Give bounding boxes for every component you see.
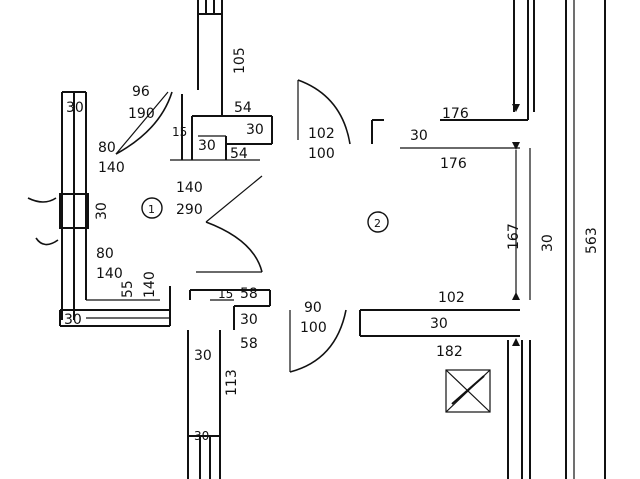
dim-30-left-top: 30 bbox=[66, 100, 84, 116]
dim-190: 190 bbox=[128, 106, 155, 122]
dim-290: 290 bbox=[176, 202, 203, 218]
room-marker-2: 2 bbox=[367, 211, 389, 233]
dim-30-corridor: 30 bbox=[410, 128, 428, 144]
dim-167: 167 bbox=[506, 223, 522, 250]
room-number-2: 2 bbox=[374, 217, 381, 230]
dim-55: 55 bbox=[120, 280, 136, 298]
bathroom-block bbox=[170, 94, 273, 161]
dim-58-top: 58 bbox=[240, 286, 258, 302]
dim-30-bottom-left: 30 bbox=[194, 348, 212, 364]
dim-30-lower: 30 bbox=[240, 312, 258, 328]
dim-54-top: 54 bbox=[234, 100, 252, 116]
dim-30-bottom-stub: 30 bbox=[194, 429, 209, 443]
dim-563: 563 bbox=[584, 227, 600, 254]
dim-140-lower: 140 bbox=[96, 266, 123, 282]
room-number-1: 1 bbox=[148, 203, 155, 216]
dim-58-bottom: 58 bbox=[240, 336, 258, 352]
dim-15-top: 15 bbox=[172, 125, 187, 139]
corridor-wall-top bbox=[371, 119, 520, 149]
left-window-arcs bbox=[27, 197, 59, 246]
dim-54-bottom: 54 bbox=[230, 146, 248, 162]
door-swing-90 bbox=[289, 309, 347, 373]
bottom-wall-stubs bbox=[187, 330, 221, 479]
dim-102-corridor: 102 bbox=[438, 290, 465, 306]
dim-30-top: 30 bbox=[246, 122, 264, 138]
dim-96: 96 bbox=[132, 84, 150, 100]
dimension-line-167 bbox=[512, 142, 531, 300]
dimension-arrow bbox=[512, 104, 520, 112]
dim-182: 182 bbox=[436, 344, 463, 360]
left-walls bbox=[59, 91, 170, 327]
dim-140-vertical: 140 bbox=[142, 271, 158, 298]
dim-113: 113 bbox=[224, 369, 240, 396]
dim-90: 90 bbox=[304, 300, 322, 316]
door-swing-96 bbox=[115, 91, 173, 155]
door-swing-102 bbox=[297, 79, 351, 145]
dim-100-top: 100 bbox=[308, 146, 335, 162]
right-inner-wall-lower bbox=[359, 309, 531, 479]
top-wall-stubs bbox=[197, 0, 223, 116]
dim-80-bottom: 80 bbox=[96, 246, 114, 262]
dim-30-right: 30 bbox=[540, 234, 556, 252]
dim-30-left-bottom: 30 bbox=[64, 312, 82, 328]
dimension-arrow bbox=[512, 338, 520, 346]
dim-30-vertical: 30 bbox=[94, 202, 110, 220]
dim-140-left: 140 bbox=[98, 160, 125, 176]
right-outer-walls bbox=[565, 0, 606, 479]
dim-176-top: 176 bbox=[442, 106, 469, 122]
dim-80-top: 80 bbox=[98, 140, 116, 156]
dim-30-wc: 30 bbox=[198, 138, 216, 154]
dim-15-bottom: 15 bbox=[218, 287, 233, 301]
dim-100-bottom: 100 bbox=[300, 320, 327, 336]
dim-140-door: 140 bbox=[176, 180, 203, 196]
dim-102: 102 bbox=[308, 126, 335, 142]
lower-block bbox=[169, 286, 271, 330]
dim-105: 105 bbox=[232, 47, 248, 74]
door-swing-140 bbox=[205, 175, 263, 273]
dim-176-bottom: 176 bbox=[440, 156, 467, 172]
shaft-crossed-box bbox=[445, 369, 491, 413]
dim-30-corridor-bottom: 30 bbox=[430, 316, 448, 332]
room-marker-1: 1 bbox=[141, 197, 163, 219]
right-inner-wall-upper bbox=[440, 0, 535, 121]
